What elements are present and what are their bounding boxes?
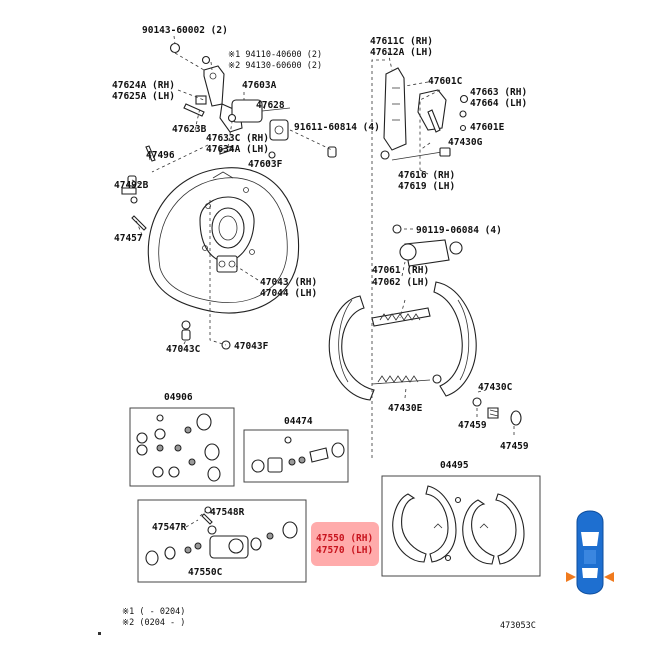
- label-47459-left: 47459: [458, 420, 487, 431]
- label-47612a: 47612A (LH): [370, 47, 433, 58]
- brake-shoes[interactable]: [328, 281, 477, 401]
- label-47550-rh: 47550 (RH): [316, 533, 373, 544]
- wheel-cylinder-top[interactable]: [231, 99, 291, 141]
- backing-plate[interactable]: [147, 167, 300, 314]
- label-47603a: 47603A: [242, 80, 277, 91]
- label-90143: 90143-60002 (2): [142, 25, 228, 36]
- wheel-cylinder-box[interactable]: [137, 499, 307, 583]
- label-kit-04906: 04906: [164, 392, 193, 403]
- wheel-cylinder[interactable]: [392, 224, 463, 267]
- label-47633c: 47633C (RH): [206, 133, 269, 144]
- label-47043: 47043 (RH): [260, 277, 317, 288]
- label-47570-lh: 47570 (LH): [316, 545, 373, 556]
- highlight-box[interactable]: [311, 522, 379, 566]
- footnote-1: ※1 ( - 0204): [122, 607, 185, 617]
- label-47459-right: 47459: [500, 441, 529, 452]
- kit-box-04474[interactable]: [243, 429, 349, 483]
- label-47062: 47062 (LH): [372, 277, 429, 288]
- hardware-right: [432, 374, 522, 426]
- label-kit-04495: 04495: [440, 460, 469, 471]
- label-90119: 90119-06084 (4): [416, 225, 502, 236]
- reference-dot: [98, 632, 101, 635]
- small-bolts: [121, 42, 337, 231]
- label-47430e: 47430E: [388, 403, 423, 414]
- label-47547r: 47547R: [152, 522, 187, 533]
- label-47603f: 47603F: [248, 159, 283, 170]
- label-47043c: 47043C: [166, 344, 201, 355]
- label-note2: ※2 94130-60600 (2): [228, 61, 322, 71]
- label-kit-04474: 04474: [284, 416, 313, 427]
- label-47044: 47044 (LH): [260, 288, 317, 299]
- label-note1: ※1 94110-40600 (2): [228, 50, 322, 60]
- kit-box-04495[interactable]: [381, 475, 541, 577]
- footnote-2: ※2 (0204 - ): [122, 618, 185, 628]
- backing-plate-bolts: [181, 320, 231, 350]
- callout-labels: 90143-60002 (2) ※1 94110-40600 (2) ※2 94…: [112, 25, 536, 631]
- label-47601c: 47601C: [428, 76, 463, 87]
- label-47624a: 47624A (RH): [112, 80, 175, 91]
- label-91611: 91611-60814 (4): [294, 122, 380, 133]
- label-47663: 47663 (RH): [470, 87, 527, 98]
- label-47619: 47619 (LH): [398, 181, 455, 192]
- label-47457: 47457: [114, 233, 143, 244]
- label-47634a: 47634A (LH): [206, 144, 269, 155]
- label-47625a: 47625A (LH): [112, 91, 175, 102]
- label-47430g: 47430G: [448, 137, 483, 148]
- label-47601e: 47601E: [470, 122, 505, 133]
- car-top-view-icon: [566, 510, 614, 595]
- label-47664: 47664 (LH): [470, 98, 527, 109]
- label-47492b: 47492B: [114, 180, 149, 191]
- diagram-id: 473053C: [500, 621, 536, 631]
- label-47628: 47628: [256, 100, 285, 111]
- label-47430c: 47430C: [478, 382, 513, 393]
- kit-box-04906[interactable]: [129, 407, 235, 487]
- leader-lines: [131, 35, 515, 528]
- label-47061: 47061 (RH): [372, 265, 429, 276]
- label-47548r: 47548R: [210, 507, 245, 518]
- label-47623b: 47623B: [172, 124, 207, 135]
- label-47043f: 47043F: [234, 341, 269, 352]
- label-47611c: 47611C (RH): [370, 36, 433, 47]
- label-47616: 47616 (RH): [398, 170, 455, 181]
- adjusting-lever-assembly[interactable]: [380, 67, 469, 161]
- label-47496: 47496: [146, 150, 175, 161]
- label-47550c: 47550C: [188, 567, 223, 578]
